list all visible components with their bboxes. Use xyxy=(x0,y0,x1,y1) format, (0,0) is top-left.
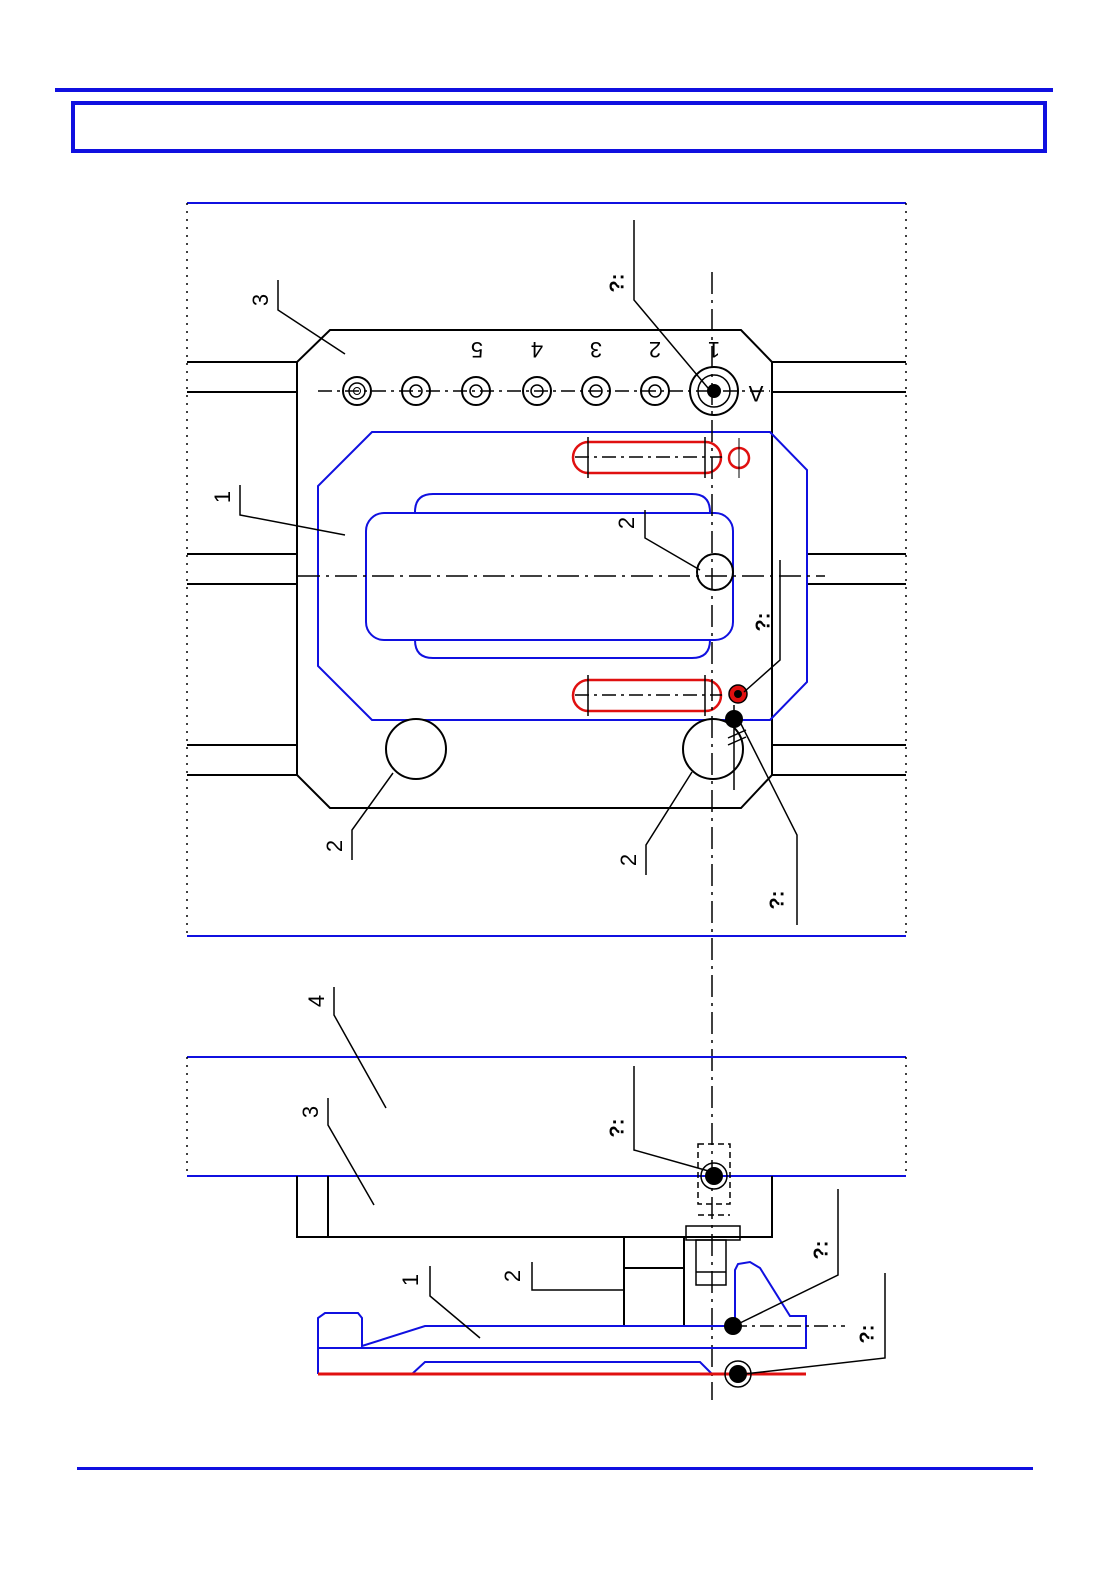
clamp-marker-black xyxy=(725,705,747,790)
datum-label: A xyxy=(748,381,763,406)
hole-number-5: 5 xyxy=(471,337,483,362)
section-workpiece xyxy=(317,1260,807,1375)
section-pin xyxy=(685,1143,741,1286)
workpiece-upper-boss xyxy=(414,493,711,513)
hole-number-3: 3 xyxy=(590,337,602,362)
callout-query-table: ?: xyxy=(606,1119,628,1138)
hole-number-labels: 1 2 3 4 5 A xyxy=(471,337,763,406)
callout-part-2-center: 2 xyxy=(614,517,639,529)
callout-part-2-left: 2 xyxy=(322,840,347,852)
callout-part-3-plan: 3 xyxy=(248,294,273,306)
clamp-marker-red xyxy=(728,684,748,704)
slot-upper xyxy=(571,437,723,478)
callout-query-clamp-black: ?: xyxy=(766,891,788,910)
plan-view: 1 2 3 4 5 A xyxy=(186,202,907,1400)
section-marker-clamp xyxy=(724,1317,845,1335)
locating-pin-center xyxy=(696,553,734,591)
hole-1 xyxy=(640,376,670,406)
hole-2 xyxy=(581,376,611,406)
section-marker-bottom xyxy=(724,1360,752,1388)
hole-4 xyxy=(461,376,491,406)
hole-5 xyxy=(342,376,372,406)
callout-part-2-section: 2 xyxy=(500,1270,525,1282)
hole-number-2: 2 xyxy=(649,337,661,362)
plan-rails xyxy=(187,361,906,776)
callout-part-1-plan: 1 xyxy=(210,491,235,503)
slot-lower xyxy=(571,675,723,716)
callout-query-datum: ?: xyxy=(606,274,628,293)
support-right xyxy=(682,718,744,780)
section-base-plate xyxy=(296,1176,773,1238)
callout-query-clamp-red: ?: xyxy=(752,613,774,632)
hole-5b xyxy=(401,376,431,406)
callout-part-3-section: 3 xyxy=(298,1106,323,1118)
support-left xyxy=(385,718,447,780)
workpiece-outline xyxy=(317,431,808,721)
base-plate-outline xyxy=(296,329,773,809)
section-support xyxy=(623,1237,685,1326)
callout-query-clamp: ?: xyxy=(810,1241,832,1260)
hole-number-4: 4 xyxy=(531,337,543,362)
callout-part-2-right: 2 xyxy=(616,854,641,866)
hole-3 xyxy=(522,376,552,406)
footer-rule xyxy=(77,1467,1033,1470)
plan-leaders xyxy=(239,220,798,925)
page-title-box xyxy=(71,101,1047,153)
datum-hole xyxy=(689,366,739,416)
section-leaders xyxy=(327,987,886,1375)
hole-row xyxy=(342,366,739,416)
section-view: 4 3 1 2 ?: ?: ?: xyxy=(186,987,907,1388)
callout-part-4: 4 xyxy=(304,995,329,1007)
callout-part-1-section: 1 xyxy=(398,1274,423,1286)
header-top-rule xyxy=(55,88,1053,92)
hole-number-1: 1 xyxy=(708,337,720,362)
workpiece-lower-boss xyxy=(414,639,711,659)
callout-query-face: ?: xyxy=(856,1325,878,1344)
